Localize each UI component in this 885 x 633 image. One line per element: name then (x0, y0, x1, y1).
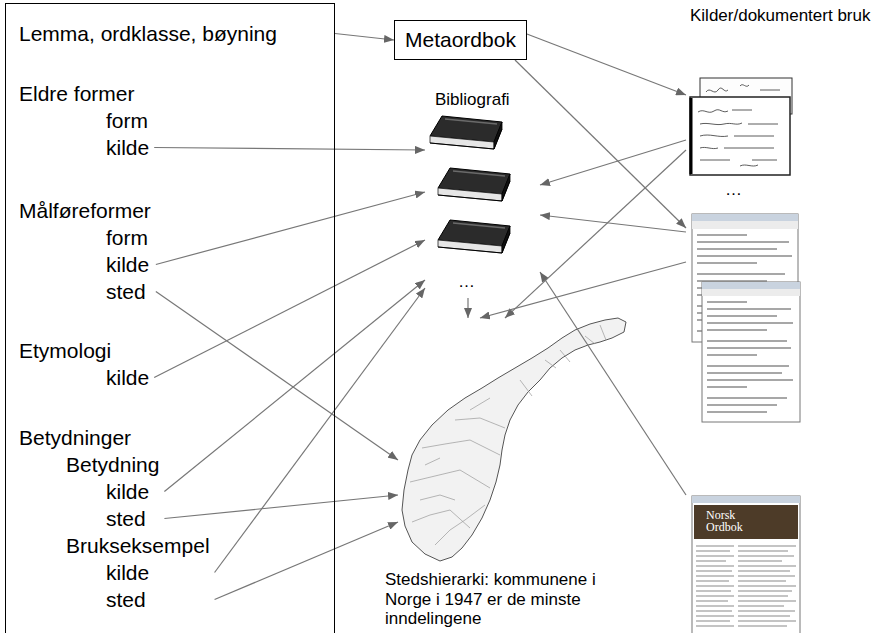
field-group: Målføreformerformkildested (14, 197, 156, 305)
scanned-slips (690, 78, 792, 175)
field-group: Eldre formerformkilde (14, 80, 154, 161)
field-label: kilde (106, 559, 149, 586)
connector-arrow (156, 292, 398, 461)
field-label: Brukseksempel (66, 532, 210, 559)
connector-arrow (215, 522, 398, 600)
connector-arrow (164, 495, 398, 519)
field-group: BetydningerBetydningkildestedBrukseksemp… (14, 424, 221, 615)
connector-arrow (164, 280, 425, 492)
browser-window (702, 282, 800, 422)
logo-text: Norsk Ordbok (706, 509, 758, 533)
connector-arrow (154, 240, 425, 378)
connector-arrow (515, 60, 686, 228)
title-bar (692, 496, 800, 503)
group-label: Kilder/dokumentert bruk (690, 6, 870, 26)
field-label: Lemma, ordklasse, bøyning (19, 20, 277, 47)
field-label: form (106, 107, 148, 134)
field-group: Betydningkildested (61, 451, 164, 532)
browser-screenshots (692, 214, 800, 422)
tool-bar (692, 221, 798, 229)
title-bar (702, 282, 800, 289)
source-group: Kilder/dokumentert bruk … (686, 6, 883, 633)
bibliography-group: Bibliografi … (425, 90, 540, 298)
field-label: Etymologi (19, 337, 111, 364)
label-holder: Norsk Ordbok (706, 509, 758, 533)
field-label: Målføreformer (19, 197, 151, 224)
connector-arrow (154, 148, 425, 151)
group-label: Bibliografi (435, 90, 510, 110)
dictionary-screenshot (692, 496, 800, 633)
book-icon (438, 168, 510, 201)
connector-arrow (527, 34, 686, 95)
field-label: kilde (106, 364, 149, 391)
group-label: … (458, 272, 475, 292)
field-label: Betydning (66, 451, 159, 478)
field-label: Eldre former (19, 80, 135, 107)
field-group: Etymologikilde (14, 337, 154, 391)
tool-bar (702, 289, 800, 296)
title-bar (692, 214, 798, 221)
field-label: kilde (106, 478, 149, 505)
norway-map (402, 318, 626, 561)
field-label: kilde (106, 134, 149, 161)
entry-panel: Lemma, ordklasse, bøyningEldre formerfor… (5, 3, 335, 633)
connector-arrow (215, 288, 425, 573)
slip (690, 97, 790, 175)
process-box: Metaordbok (394, 20, 527, 60)
connector-arrow (335, 34, 394, 41)
book-icon (438, 220, 510, 253)
slip-edge (690, 98, 693, 174)
book-icon (430, 116, 502, 149)
connector-arrow (467, 298, 468, 318)
table-rows (696, 546, 796, 626)
field-label: sted (106, 505, 146, 532)
connector-arrow (540, 140, 686, 185)
text-rows (707, 302, 793, 412)
box-label: Metaordbok (405, 26, 516, 54)
field-label: kilde (106, 251, 149, 278)
field-label: Betydninger (19, 424, 131, 451)
group-label: … (725, 180, 742, 200)
connector-arrow (505, 150, 686, 318)
site-header (694, 505, 798, 539)
field-label: sted (106, 278, 146, 305)
connector-arrow (540, 272, 686, 495)
map-region: Stedshierarki: kommunene i Norge i 1947 … (398, 318, 626, 568)
field-group: Brukseksempelkildested (61, 532, 215, 613)
handwriting (698, 110, 778, 166)
browser-window (692, 496, 800, 633)
field-label: form (106, 224, 148, 251)
connector-arrow (480, 262, 686, 318)
field-label: sted (106, 586, 146, 613)
connector-arrow (156, 192, 425, 265)
book-icons (430, 116, 510, 253)
map-caption: Stedshierarki: kommunene i Norge i 1947 … (385, 570, 613, 629)
municipal-borders (410, 325, 606, 545)
norway-outline (402, 318, 626, 561)
